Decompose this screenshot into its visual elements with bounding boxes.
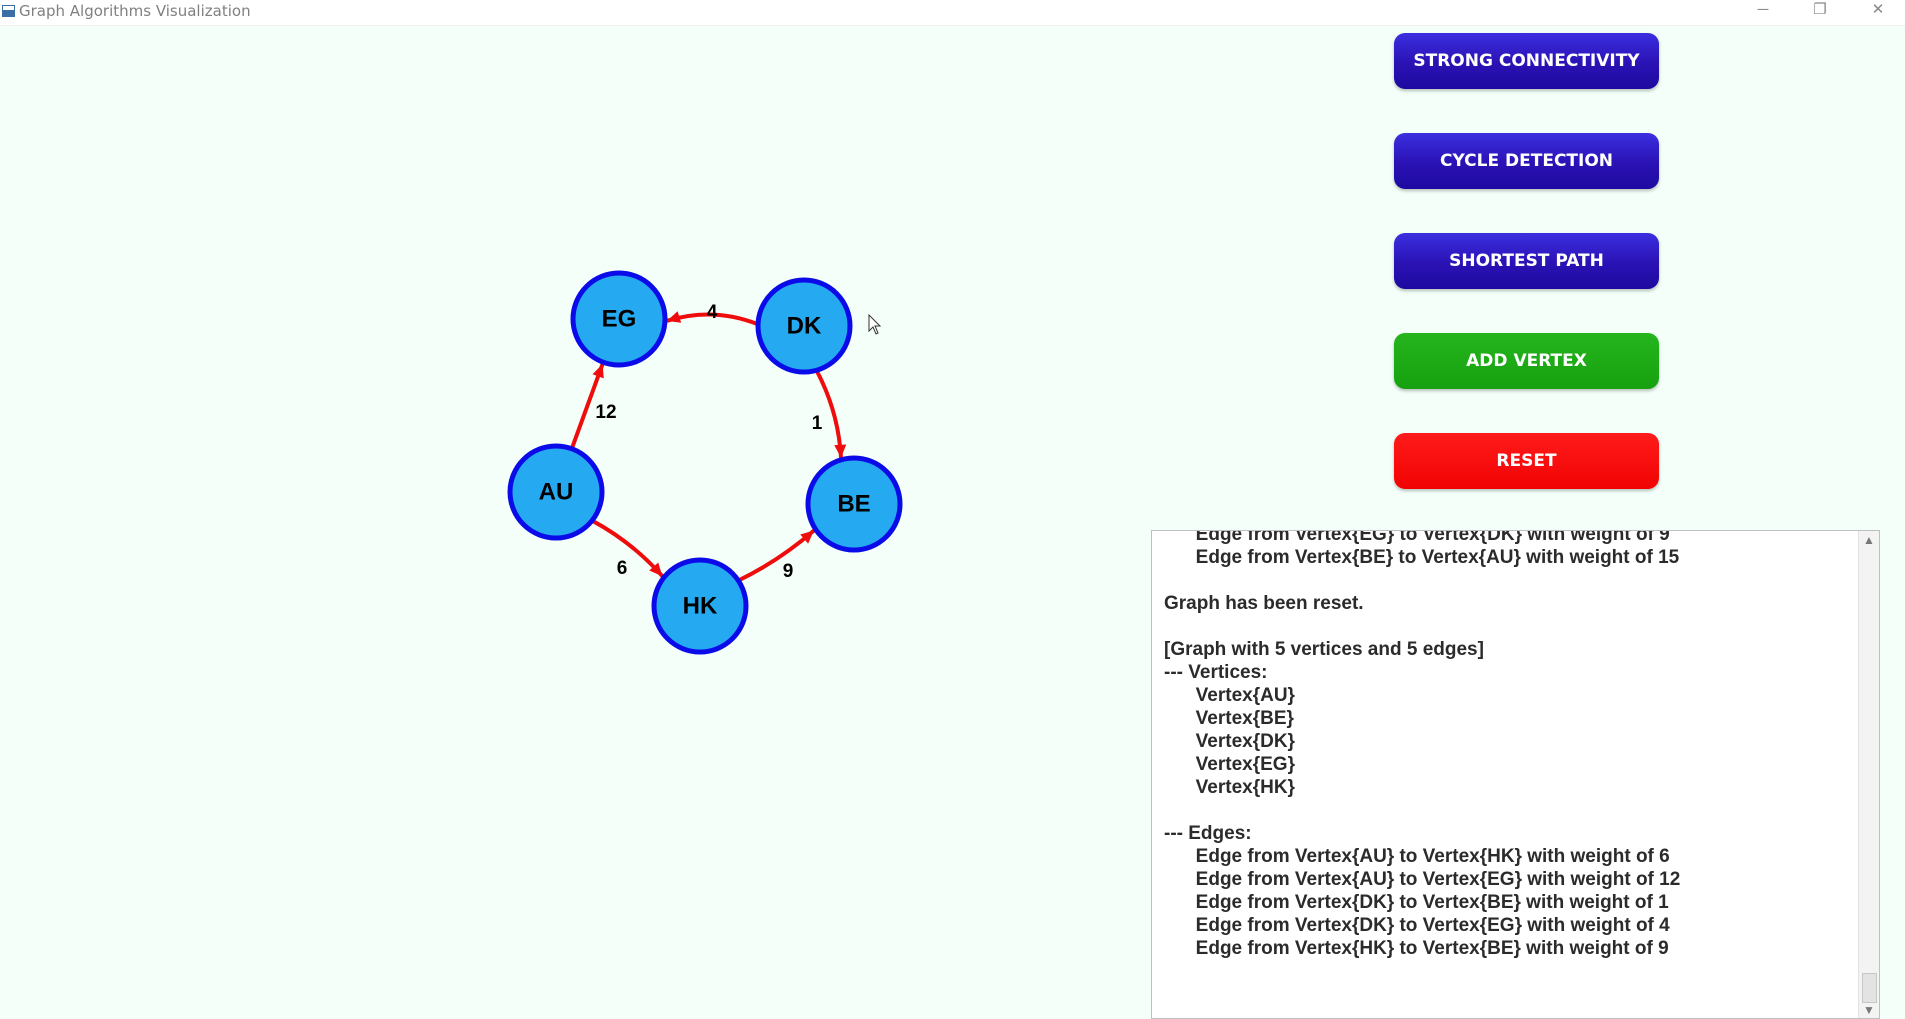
window-title: Graph Algorithms Visualization [19,2,251,20]
vertex-circle[interactable] [755,277,853,375]
app-window-icon [2,5,15,17]
console-line: Edge from Vertex{AU} to Vertex{HK} with … [1164,846,1670,867]
console-line: --- Edges: [1164,823,1252,844]
edge-arrowhead-icon [834,444,847,458]
shortest-path-button[interactable]: SHORTEST PATH [1394,233,1659,289]
edge-weight-label: 12 [595,402,616,423]
console-line: --- Vertices: [1164,662,1268,683]
console-line: Vertex{DK} [1164,731,1295,752]
console-line: Edge from Vertex{AU} to Vertex{EG} with … [1164,869,1681,890]
console-line [1164,569,1855,592]
vertex-node[interactable]: AU [507,443,605,541]
strong-connectivity-button[interactable]: STRONG CONNECTIVITY [1394,33,1659,89]
scroll-down-icon[interactable]: ▼ [1863,1003,1875,1017]
edge-line[interactable] [737,528,816,583]
console-line: Edge from Vertex{HK} to Vertex{BE} with … [1164,938,1669,959]
output-console[interactable]: Edge from Vertex{EG} to Vertex{DK} with … [1151,530,1880,1019]
mouse-pointer-icon [868,314,882,335]
vertex-node[interactable]: HK [651,557,749,655]
edge-weight-label: 6 [617,558,628,579]
vertex-circle[interactable] [507,443,605,541]
scroll-thumb[interactable] [1862,973,1877,1003]
console-line: Vertex{AU} [1164,685,1295,706]
vertex-circle[interactable] [570,270,668,368]
console-line: Vertex{HK} [1164,777,1295,798]
maximize-icon[interactable]: ❐ [1813,1,1827,18]
vertex-node[interactable]: DK [755,277,853,375]
console-line: Edge from Vertex{BE} to Vertex{AU} with … [1164,547,1680,568]
console-line: Vertex{EG} [1164,754,1295,775]
reset-button[interactable]: RESET [1394,433,1659,489]
graph-canvas[interactable]: 4 12 1 6 9 EG DK AU BE HK [0,25,1130,1019]
console-scrollbar[interactable]: ▲ ▼ [1858,531,1879,1018]
edge-arrowhead-icon [666,311,682,323]
console-line: Edge from Vertex{EG} to Vertex{DK} with … [1164,530,1670,545]
console-line: [Graph with 5 vertices and 5 edges] [1164,639,1484,660]
console-line: Vertex{BE} [1164,708,1294,729]
vertex-label: EG [602,305,637,332]
edge-weight-label: 9 [783,561,794,582]
vertex-node[interactable]: BE [805,455,903,553]
scroll-up-icon[interactable]: ▲ [1863,533,1875,547]
vertex-label: HK [683,592,718,619]
vertex-node[interactable]: EG [570,270,668,368]
vertex-label: AU [539,478,574,505]
title-bar: Graph Algorithms Visualization ─ ❐ ✕ [0,0,1905,26]
edge-arrowhead-icon [592,364,604,379]
console-line: Edge from Vertex{DK} to Vertex{EG} with … [1164,915,1670,936]
add-vertex-button[interactable]: ADD VERTEX [1394,333,1659,389]
cycle-detection-button[interactable]: CYCLE DETECTION [1394,133,1659,189]
close-icon[interactable]: ✕ [1871,1,1885,18]
vertex-label: BE [837,490,870,517]
console-line [1164,615,1855,638]
vertex-label: DK [787,312,822,339]
minimize-icon[interactable]: ─ [1757,1,1769,18]
console-line: Graph has been reset. [1164,593,1364,614]
console-text: Edge from Vertex{EG} to Vertex{DK} with … [1164,530,1855,960]
edge-arrowhead-icon [649,562,663,577]
edge-weight-label: 1 [812,413,823,434]
edge-weight-label: 4 [707,302,718,323]
vertex-circle[interactable] [805,455,903,553]
vertex-circle[interactable] [651,557,749,655]
console-line: Edge from Vertex{DK} to Vertex{BE} with … [1164,892,1669,913]
console-line [1164,799,1855,822]
edge-arrowhead-icon [800,530,814,544]
